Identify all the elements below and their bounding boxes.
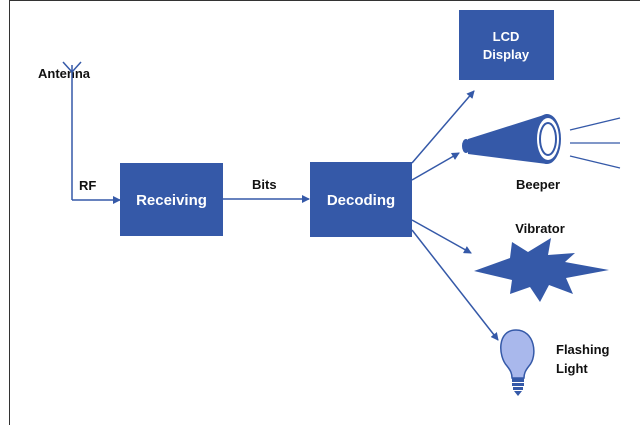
beeper-label: Beeper [516, 177, 560, 192]
sound-waves-icon [569, 117, 621, 169]
vibrator-arrow [411, 219, 472, 254]
vibrator-burst-icon [474, 238, 609, 302]
decoding-label: Decoding [327, 192, 395, 209]
decoding-box [310, 162, 412, 237]
lcd-arrow [411, 90, 475, 164]
frame-left-border [9, 0, 10, 425]
light-bulb-icon [500, 329, 535, 396]
antenna-label: Antenna [38, 66, 91, 81]
antenna-icon [62, 61, 82, 200]
lcd-label-line2: Display [483, 47, 530, 62]
light-arrow [411, 229, 499, 341]
lcd-display-box [459, 10, 554, 80]
bits-label: Bits [252, 177, 277, 192]
flashing-light-label-line1: Flashing [556, 342, 610, 357]
flashing-light-label-line2: Light [556, 361, 588, 376]
receiving-label: Receiving [136, 192, 207, 209]
beeper-arrow [411, 152, 460, 181]
frame-top-border [9, 0, 640, 1]
beeper-speaker-icon [462, 114, 561, 164]
receiving-box [120, 163, 223, 236]
vibrator-label: Vibrator [515, 221, 565, 236]
rf-label: RF [79, 178, 96, 193]
lcd-label-line1: LCD [493, 29, 520, 44]
